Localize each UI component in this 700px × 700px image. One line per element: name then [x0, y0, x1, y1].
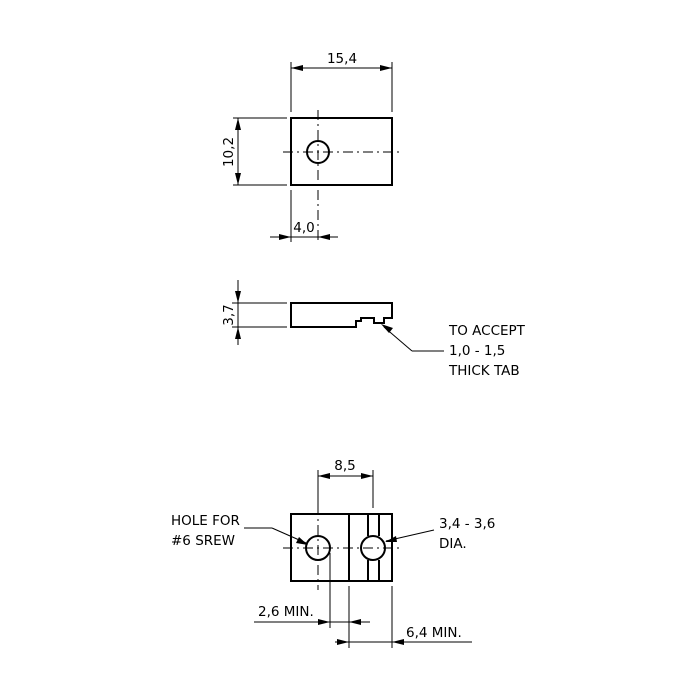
min-left-dimension: 2,6 MIN.: [254, 553, 370, 648]
height-dimension: 10,2: [221, 117, 287, 186]
hole-spacing-dimension: 8,5: [317, 458, 374, 508]
hole-note-line-2: #6 SREW: [171, 533, 235, 549]
min-right-dimension: 6,4 MIN.: [335, 586, 472, 648]
hole-spacing-label: 8,5: [334, 458, 355, 474]
min-left-label: 2,6 MIN.: [258, 604, 314, 620]
tab-note-leader: [381, 324, 444, 352]
thickness-dimension: 3,7: [221, 280, 287, 345]
min-right-label: 6,4 MIN.: [406, 625, 462, 641]
top-view: 15,4 10,2 4,0: [221, 51, 400, 242]
hole-note-line-1: HOLE FOR: [171, 513, 240, 529]
side-view-outline: [290, 302, 393, 328]
hole-offset-label: 4,0: [293, 220, 314, 236]
diameter-note-line-1: 3,4 - 3,6: [439, 516, 495, 532]
tab-note-line-2: 1,0 - 1,5: [449, 343, 505, 359]
side-view: 3,7 TO ACCEPT 1,0 - 1,5 THICK TAB: [221, 280, 526, 379]
hole-note-leader: [244, 527, 308, 545]
tab-note-line-1: TO ACCEPT: [448, 323, 526, 339]
height-dimension-label: 10,2: [221, 137, 237, 167]
tab-note-line-3: THICK TAB: [448, 363, 520, 379]
diameter-note-leader: [385, 529, 435, 542]
width-dimension: 15,4: [290, 51, 393, 112]
thickness-dimension-label: 3,7: [221, 304, 237, 325]
diameter-note-line-2: DIA.: [439, 536, 467, 552]
hole-offset-dimension: 4,0: [270, 190, 338, 242]
width-dimension-label: 15,4: [327, 51, 357, 67]
bottom-view: 8,5 HOLE FOR #6 SREW 3,4 - 3,6 DIA. 2,6 …: [171, 458, 495, 648]
